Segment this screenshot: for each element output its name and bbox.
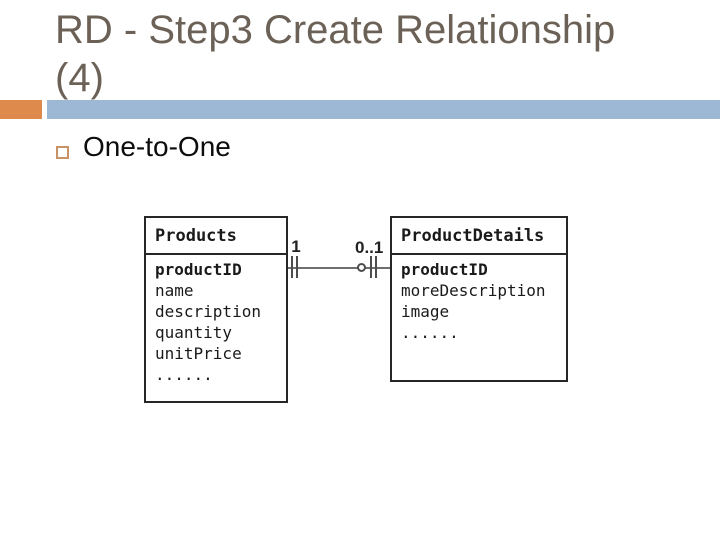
page-title: RD - Step3 Create Relationship (4) — [55, 6, 615, 102]
zero-or-one-notation-icon — [357, 256, 382, 278]
cardinality-right-label: 0..1 — [355, 238, 384, 257]
relationship-line — [288, 267, 390, 269]
products-table-fields: productID name description quantity unit… — [146, 255, 286, 385]
tick-mark-icon — [296, 256, 298, 278]
products-table-header: Products — [146, 218, 286, 255]
accent-orange-square — [0, 100, 42, 119]
accent-blue-bar — [47, 100, 720, 119]
productdetails-table-header: ProductDetails — [392, 218, 566, 255]
table-field: productID — [401, 260, 488, 279]
page-title-line-2: (4) — [55, 56, 104, 100]
table-field: moreDescription — [401, 281, 546, 300]
bullet-square-icon — [56, 146, 69, 159]
tick-mark-icon — [370, 256, 372, 278]
tick-mark-icon — [375, 256, 377, 278]
exactly-one-notation-icon — [291, 256, 301, 278]
table-field: ...... — [155, 365, 213, 384]
productdetails-table-fields: productID moreDescription image ...... — [392, 255, 566, 343]
page-title-line-1: RD - Step3 Create Relationship — [55, 8, 616, 52]
table-field: productID — [155, 260, 242, 279]
table-field: ...... — [401, 323, 459, 342]
productdetails-table: ProductDetails productID moreDescription… — [390, 216, 568, 382]
table-field: name — [155, 281, 194, 300]
table-field: unitPrice — [155, 344, 242, 363]
products-table: Products productID name description quan… — [144, 216, 288, 403]
cardinality-left-label: 1 — [291, 237, 301, 256]
table-field: quantity — [155, 323, 233, 342]
zero-circle-icon — [357, 263, 366, 272]
bullet-label: One-to-One — [83, 131, 231, 162]
table-field: description — [155, 302, 261, 321]
tick-mark-icon — [291, 256, 293, 278]
table-field: image — [401, 302, 450, 321]
